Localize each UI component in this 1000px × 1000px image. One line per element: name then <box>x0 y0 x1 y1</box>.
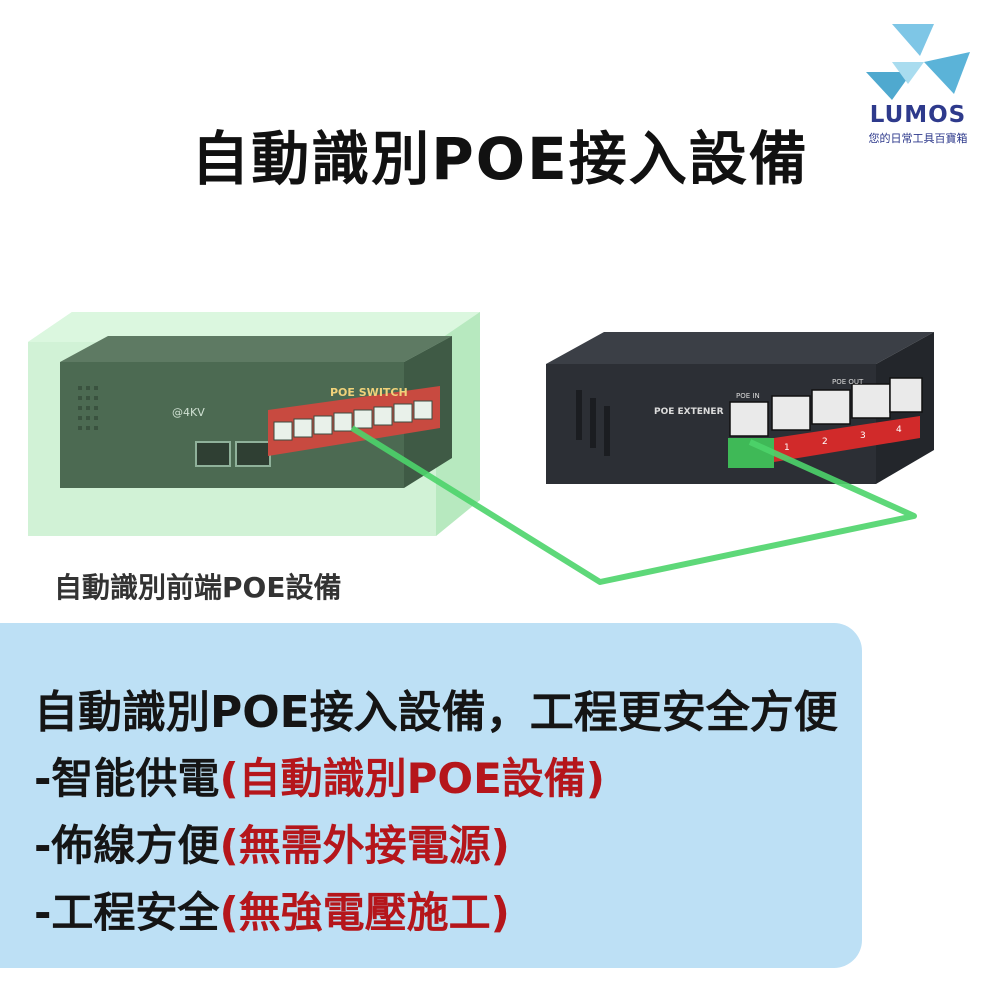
poe-extender-device: 1 2 3 4 <box>546 332 934 484</box>
extender-model-label: POE EXTENER <box>654 407 724 417</box>
info-panel <box>0 623 862 968</box>
port-number-4: 4 <box>896 425 902 435</box>
feature-detail: (自動識別POE設備) <box>219 754 606 803</box>
device-illustration: @4KV POE SWITCH 1 2 3 4 POE EXTENER POE … <box>28 312 934 585</box>
feature-detail: (無強電壓施工) <box>219 888 510 937</box>
logo-name: LUMOS <box>869 102 967 128</box>
port-number-3: 3 <box>860 431 866 441</box>
feature-label: -佈線方便 <box>34 821 220 870</box>
switch-brand-label: @4KV <box>172 406 205 419</box>
feature-detail: (無需外接電源) <box>219 821 510 870</box>
feature-label: -智能供電 <box>34 754 220 803</box>
switch-model-label: POE SWITCH <box>330 386 408 399</box>
info-headline: 自動識別POE接入設備，工程更安全方便 <box>34 687 838 738</box>
port-number-1: 1 <box>784 443 790 453</box>
poe-in-label: POE IN <box>736 392 760 400</box>
feature-line-safety: -工程安全(無強電壓施工) <box>34 879 510 940</box>
poe-link-cable <box>350 425 917 585</box>
feature-line-power: -智能供電(自動識別POE設備) <box>34 745 605 806</box>
left-device-caption: 自動識別前端POE設備 <box>54 571 342 604</box>
feature-line-wiring: -佈線方便(無需外接電源) <box>34 812 510 873</box>
port-number-2: 2 <box>822 437 828 447</box>
poe-switch-device <box>60 336 452 488</box>
logo-tagline: 您的日常工具百寶箱 <box>868 132 968 145</box>
lumos-logo: LUMOS 您的日常工具百寶箱 <box>858 22 978 145</box>
poe-out-label: POE OUT <box>832 378 864 386</box>
feature-label: -工程安全 <box>34 888 220 937</box>
page-title: 自動識別POE接入設備 <box>191 125 809 193</box>
logo-mark-icon <box>866 24 970 100</box>
